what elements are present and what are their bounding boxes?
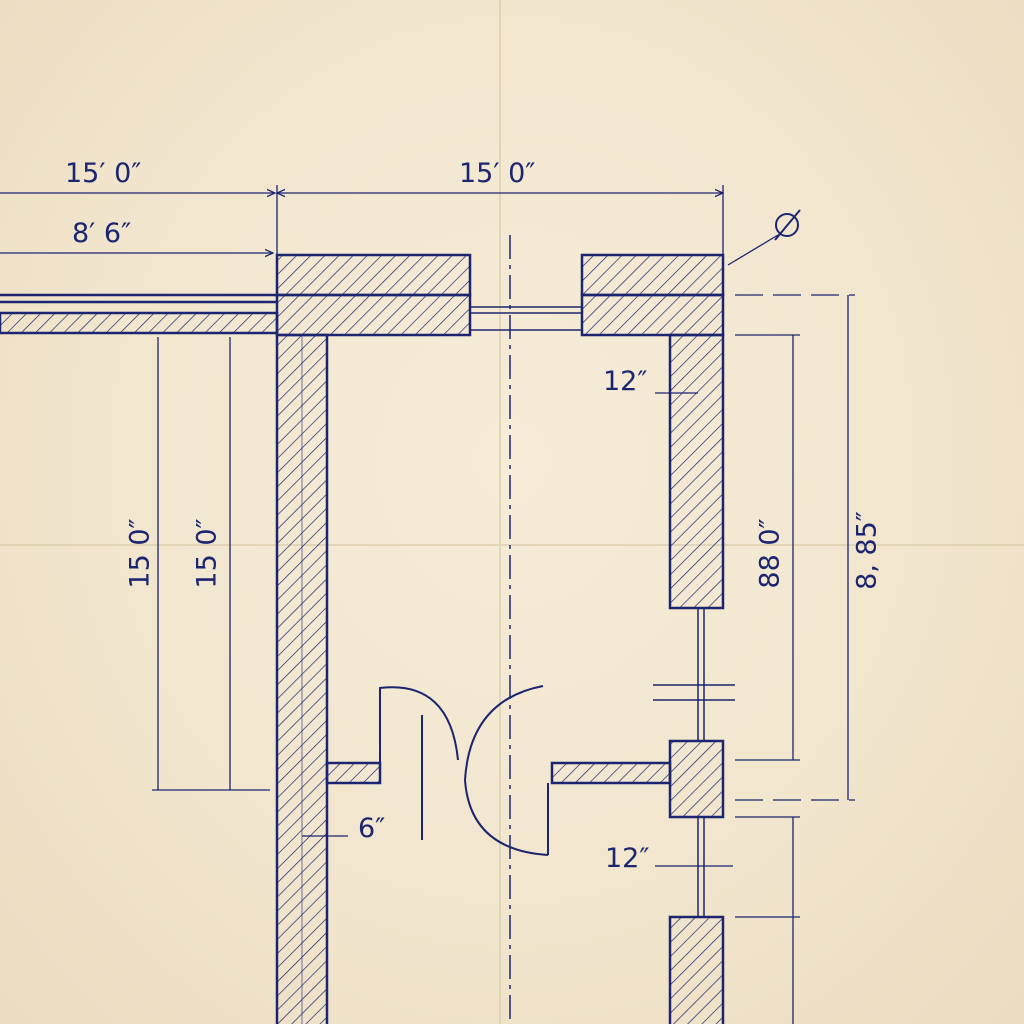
wall-exterior-slab bbox=[0, 311, 279, 335]
dim-top-left-width: 15′ 0″ bbox=[65, 158, 142, 189]
dim-top-right-width: 15′ 0″ bbox=[459, 158, 536, 189]
wall-top-right-inner bbox=[580, 293, 725, 337]
dim-left-wall-thickness: 6″ bbox=[358, 813, 386, 844]
wall-right-pier bbox=[668, 739, 725, 819]
wall-top-left-inner bbox=[275, 293, 472, 337]
door-swing bbox=[379, 685, 549, 856]
dim-left-vertical-b: 15 0″ bbox=[191, 518, 223, 589]
dim-right-wall-thickness-lower: 12″ bbox=[605, 843, 650, 874]
wall-right-lower bbox=[668, 915, 725, 1024]
diameter-symbol bbox=[774, 209, 801, 241]
dim-right-vertical-outer: 8, 85″ bbox=[851, 511, 883, 590]
dim-right-vertical-inner: 88 0″ bbox=[754, 518, 786, 589]
window-right bbox=[653, 608, 735, 917]
dim-left-vertical-a: 15 0″ bbox=[124, 518, 156, 589]
window-top bbox=[470, 306, 582, 331]
wall-right-upper bbox=[668, 333, 725, 610]
dim-top-left-sub: 8′ 6″ bbox=[72, 218, 132, 249]
wall-top-left bbox=[275, 253, 472, 297]
wall-top-right bbox=[580, 253, 725, 297]
wall-stub-left bbox=[325, 761, 382, 785]
wall-stub-right bbox=[550, 761, 672, 785]
dim-right-wall-thickness-upper: 12″ bbox=[603, 366, 648, 397]
